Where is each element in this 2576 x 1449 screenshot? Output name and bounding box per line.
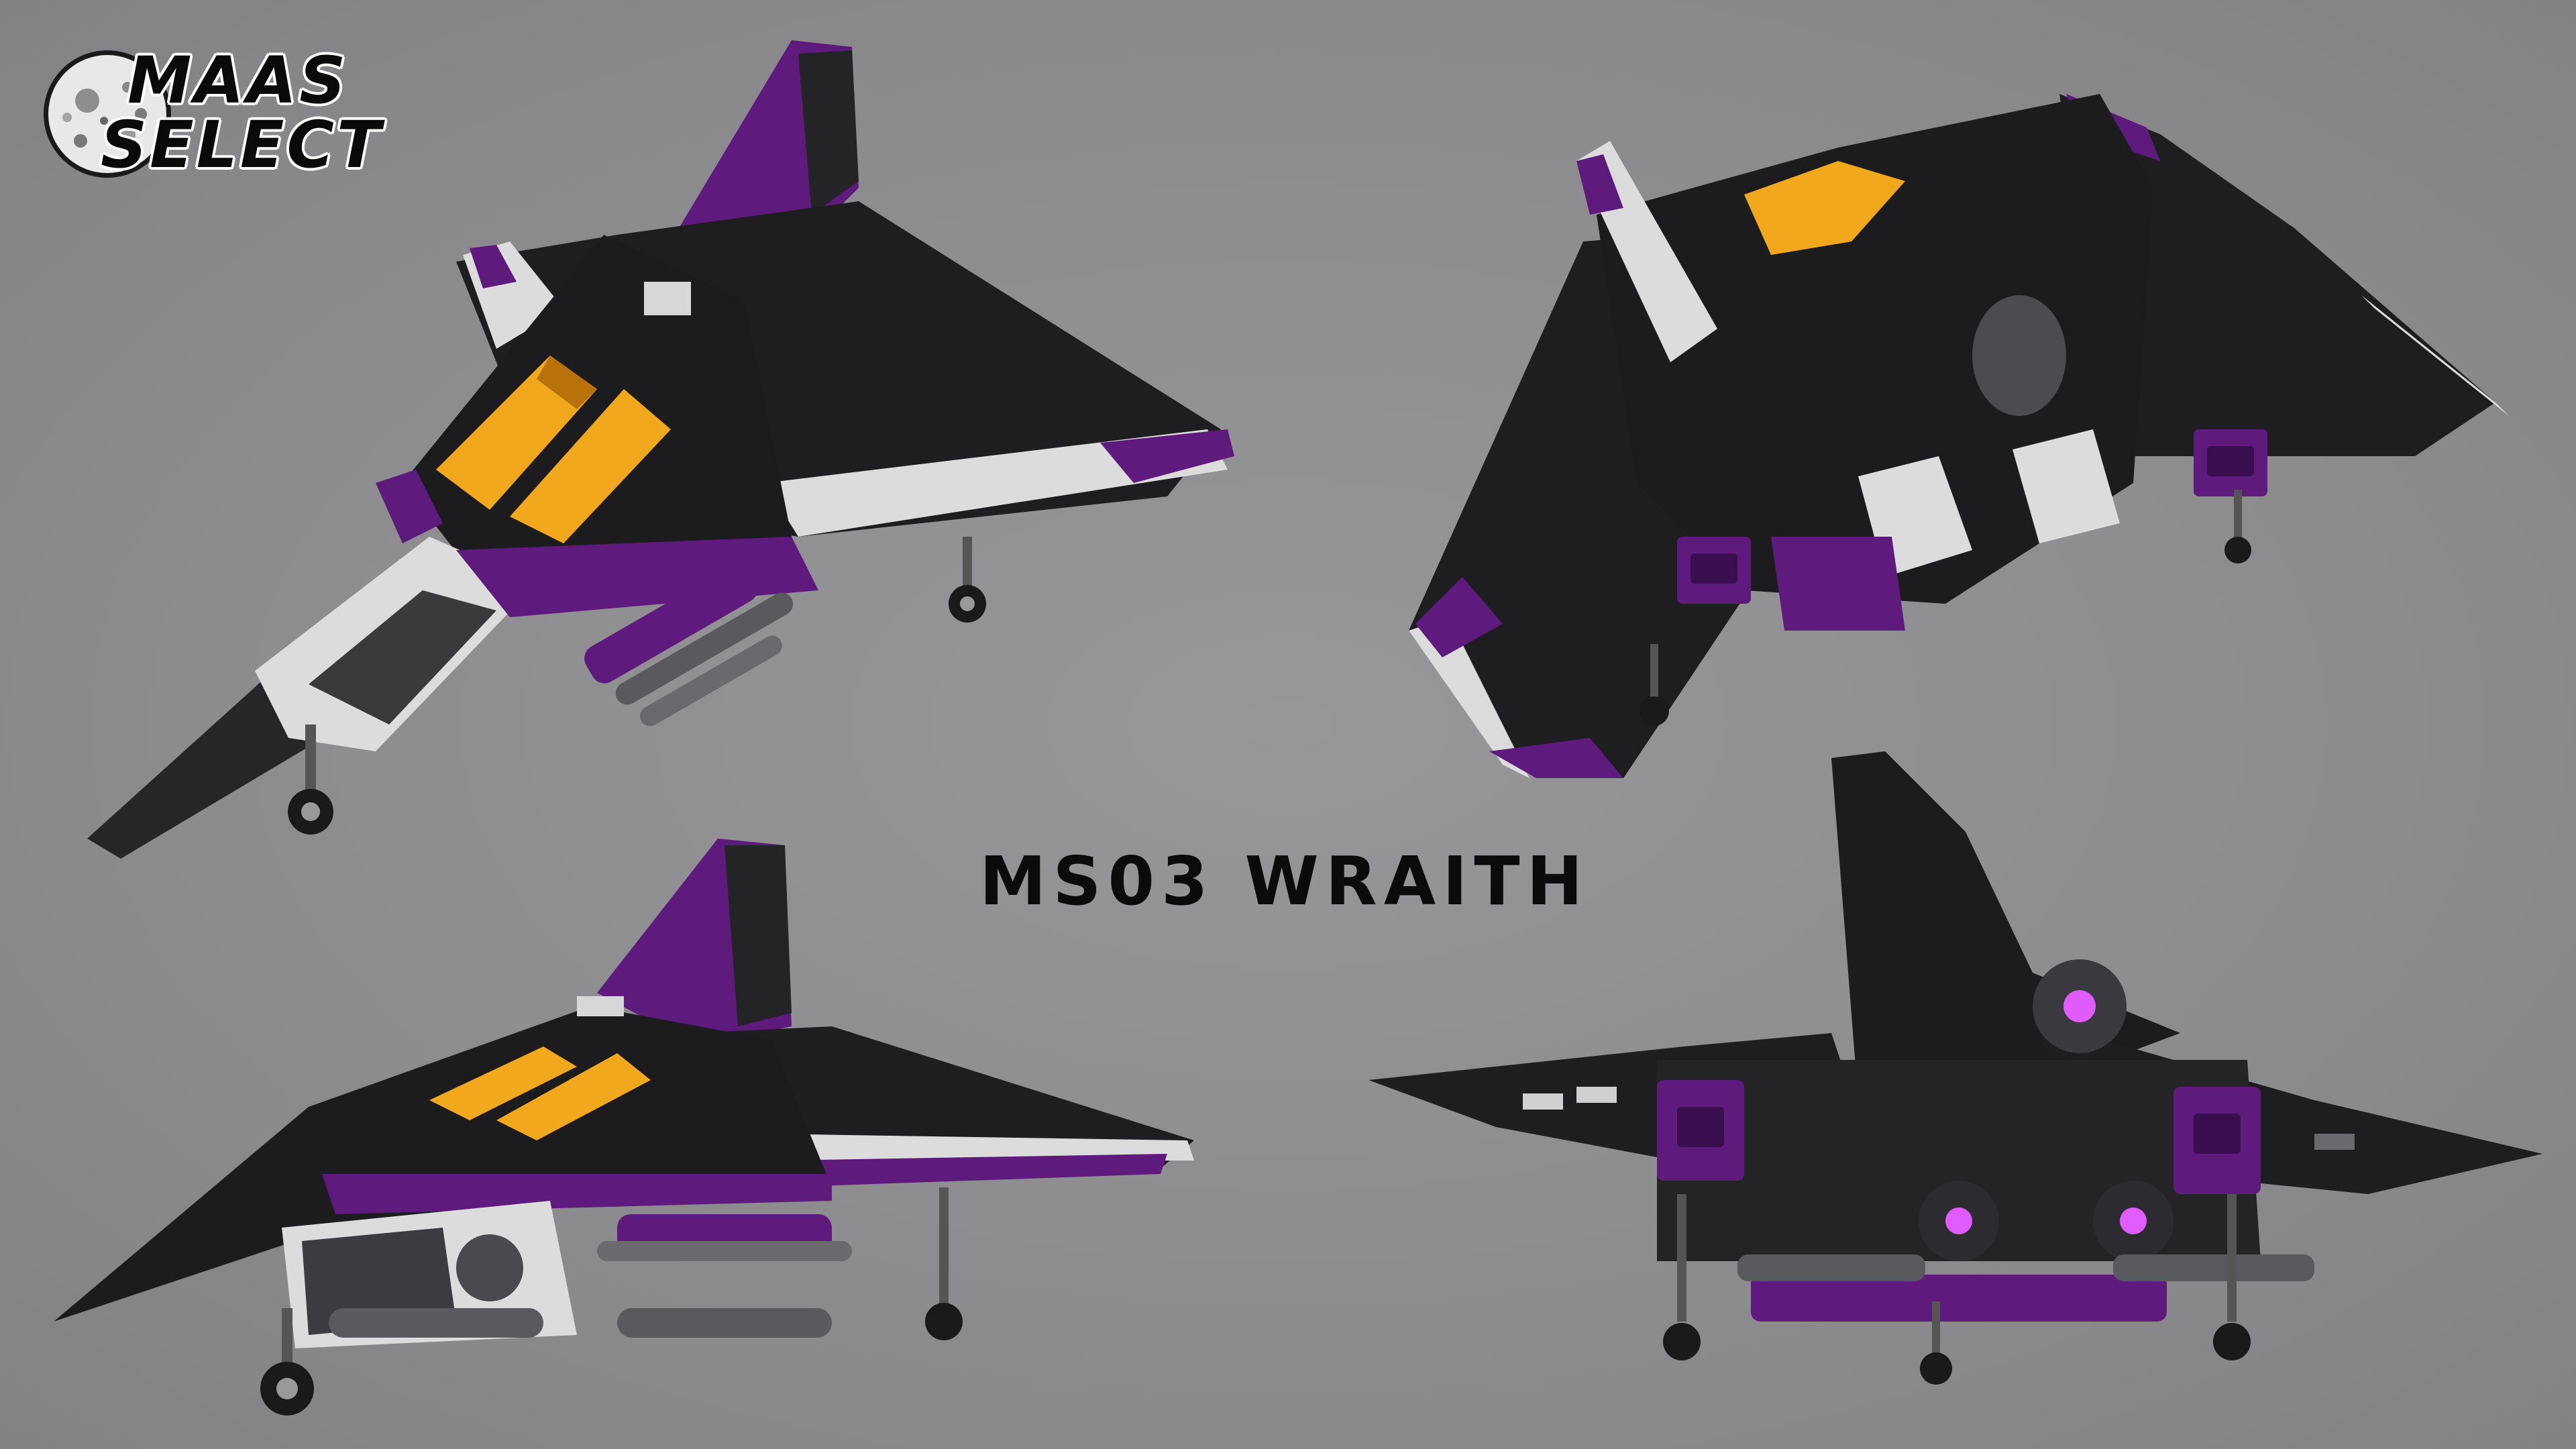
jet-render-top-rear [1409,94,2509,778]
maas-select-logo: MAAS SELECT [34,40,409,195]
engine-right [2194,429,2267,496]
jet-render-front-quarter [87,40,1234,859]
landing-gear-front [260,1308,314,1415]
engine-left [1677,537,1751,604]
cockpit-vent [577,996,624,1016]
engine-pod-left [1657,1080,1744,1181]
exhaust-left [1919,1181,1999,1261]
logo-wordmark: MAAS SELECT [101,48,383,177]
canopy-front [429,1046,577,1120]
engine-pod-right [2174,1087,2261,1194]
landing-gear-front [288,724,333,835]
jet-view-rear [1362,751,2549,1422]
jet-view-side [27,825,1208,1429]
moon-logo-icon [44,50,171,178]
landing-gear-rear [925,1187,963,1340]
intake-panel [2012,429,2120,543]
jet-view-front-quarter [27,13,1248,859]
jet-view-top-rear [1368,54,2522,818]
product-title: MS03 WRAITH [979,842,1590,920]
canopy [1744,161,1905,255]
jet-render-side [54,839,1194,1415]
thruster-nozzle [1972,295,2066,416]
right-wing [2059,94,2496,456]
landing-gear-rear [949,537,986,623]
logo-line-maas: MAAS [127,43,349,118]
jet-render-rear [1368,751,2542,1385]
weapon-pod [584,564,757,684]
fuselage [1597,94,2153,604]
canopy-right [510,389,671,543]
cockpit-vent [644,282,691,315]
turbine-icon [456,1234,523,1301]
logo-line-select: SELECT [101,107,384,182]
landing-gear [1640,490,2251,726]
landing-gear [1663,1194,2251,1385]
thruster-glow-top [2063,990,2096,1022]
canopy-rear [496,1053,651,1140]
exhaust-right [2093,1181,2174,1261]
